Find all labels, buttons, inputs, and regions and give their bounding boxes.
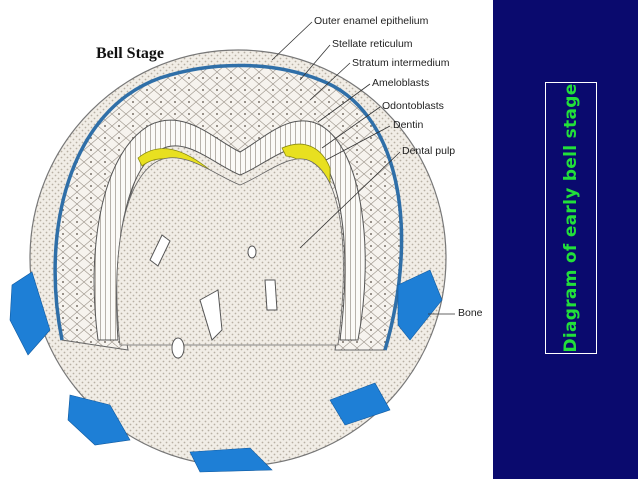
bell-stage-diagram: Bell Stage Outer enamel epithelium Stell… <box>9 15 483 473</box>
pulp-vessel <box>264 279 278 311</box>
bone-fragments <box>9 269 443 473</box>
pulp-vessel <box>247 245 257 259</box>
label-outer-enamel-epithelium: Outer enamel epithelium <box>314 15 429 27</box>
leader-lines <box>271 21 455 315</box>
label-dentin: Dentin <box>393 119 424 131</box>
caption-text: Diagram of early bell stage <box>561 83 581 353</box>
label-stratum-intermedium: Stratum intermedium <box>352 57 450 69</box>
pulp-vessel <box>149 234 171 267</box>
caption-box: Diagram of early bell stage <box>545 82 597 354</box>
ameloblast-layer <box>93 119 366 341</box>
outer-enamel-epithelium-line <box>53 63 404 351</box>
label-dental-pulp: Dental pulp <box>402 145 456 157</box>
pulp-vessel <box>171 337 185 359</box>
label-ameloblasts: Ameloblasts <box>372 77 430 89</box>
tooth-germ-illustration <box>9 21 455 473</box>
dental-pulp-region <box>116 157 344 346</box>
caption-sidebar <box>493 0 638 479</box>
pulp-vessel <box>199 289 223 341</box>
label-bone: Bone <box>458 307 483 319</box>
label-stellate-reticulum: Stellate reticulum <box>332 38 413 50</box>
label-odontoblasts: Odontoblasts <box>382 100 444 112</box>
diagram-title: Bell Stage <box>96 45 164 62</box>
